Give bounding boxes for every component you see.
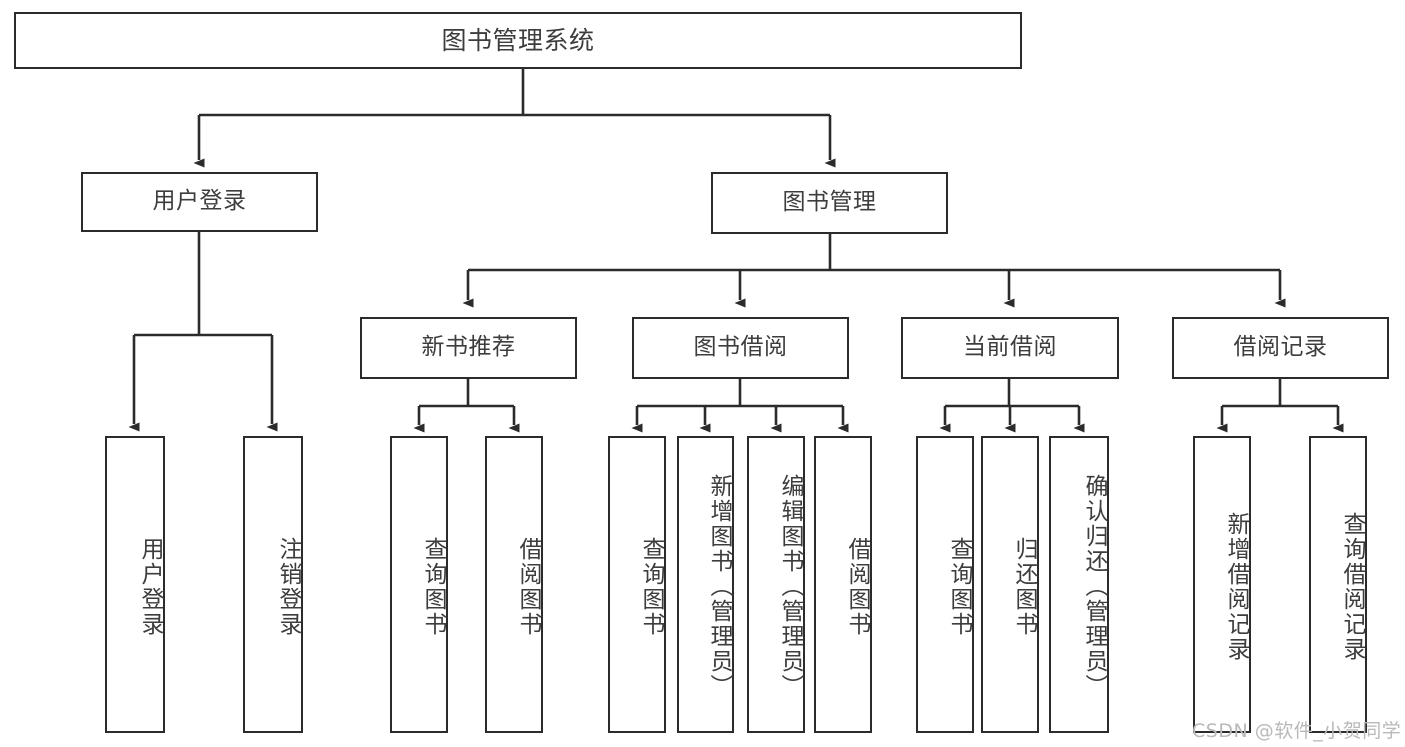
node-leaf-rec-add-label: 新增借阅记录	[1223, 511, 1249, 662]
node-leaf-rec-add[interactable]: 新增借阅记录	[1193, 436, 1251, 733]
node-leaf-borrow-add[interactable]: 新增图书（管理员）	[677, 436, 734, 733]
node-leaf-borrow-edit-label: 编辑图书（管理员）	[777, 474, 803, 699]
node-leaf-cur-confirm[interactable]: 确认归还（管理员）	[1049, 436, 1109, 733]
node-leaf-rec-search[interactable]: 查询借阅记录	[1309, 436, 1367, 733]
node-new-book-rec[interactable]: 新书推荐	[360, 317, 577, 379]
node-borrow-record-label: 借阅记录	[1233, 334, 1328, 361]
node-leaf-borrow-edit[interactable]: 编辑图书（管理员）	[747, 436, 805, 733]
node-leaf-borrow-add-label: 新增图书（管理员）	[706, 474, 732, 699]
node-leaf-borrow-query[interactable]: 查询图书	[608, 436, 666, 733]
node-leaf-borrow-do[interactable]: 借阅图书	[814, 436, 872, 733]
node-leaf-cur-return[interactable]: 归还图书	[981, 436, 1039, 733]
node-leaf-cur-query-label: 查询图书	[946, 536, 972, 637]
node-leaf-cur-confirm-label: 确认归还（管理员）	[1081, 474, 1107, 699]
node-leaf-cur-return-label: 归还图书	[1011, 536, 1037, 637]
node-leaf-borrow-query-label: 查询图书	[638, 536, 664, 637]
node-leaf-cur-query[interactable]: 查询图书	[916, 436, 974, 733]
node-root-system[interactable]: 图书管理系统	[14, 12, 1022, 69]
node-leaf-rec-search-label: 查询借阅记录	[1339, 511, 1365, 662]
node-borrow-record[interactable]: 借阅记录	[1172, 317, 1389, 379]
node-leaf-borrow-do-label: 借阅图书	[844, 536, 870, 637]
node-leaf-rec-borrow[interactable]: 借阅图书	[485, 436, 543, 733]
node-user-login-label: 用户登录	[152, 188, 247, 215]
node-current-borrow-label: 当前借阅	[963, 334, 1057, 361]
csdn-watermark: CSDN @软件_小贺同学	[1192, 720, 1402, 742]
node-user-login[interactable]: 用户登录	[81, 172, 318, 232]
node-leaf-user-login-label: 用户登录	[137, 536, 163, 637]
node-current-borrow[interactable]: 当前借阅	[901, 317, 1119, 379]
node-root-system-label: 图书管理系统	[441, 25, 595, 55]
node-book-borrow[interactable]: 图书借阅	[632, 317, 849, 379]
node-book-manage-label: 图书管理	[782, 189, 877, 216]
node-leaf-rec-query[interactable]: 查询图书	[390, 436, 448, 733]
node-book-borrow-label: 图书借阅	[693, 334, 788, 361]
node-new-book-rec-label: 新书推荐	[421, 334, 516, 361]
node-leaf-user-logout[interactable]: 注销登录	[243, 436, 303, 733]
node-leaf-rec-query-label: 查询图书	[420, 536, 446, 637]
node-leaf-rec-borrow-label: 借阅图书	[515, 536, 541, 637]
node-book-manage[interactable]: 图书管理	[711, 172, 948, 234]
node-leaf-user-login[interactable]: 用户登录	[105, 436, 165, 733]
node-leaf-user-logout-label: 注销登录	[275, 536, 301, 637]
